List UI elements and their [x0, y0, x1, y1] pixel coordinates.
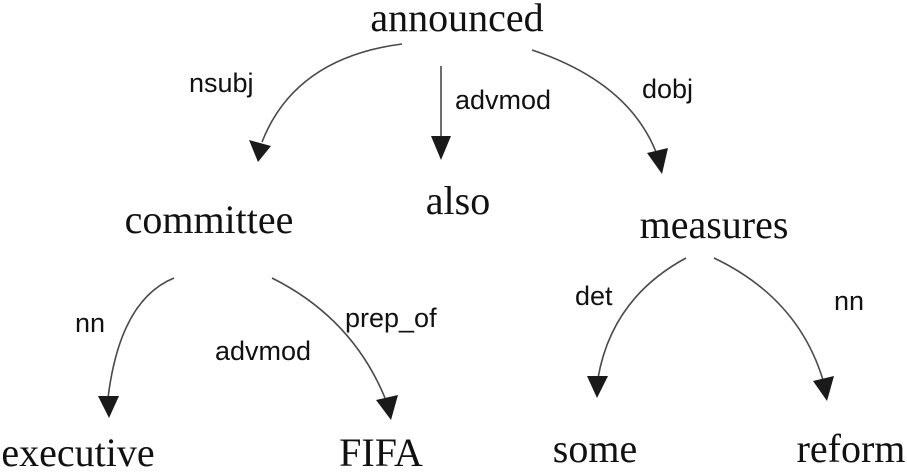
arrowhead-advmod-also: [431, 136, 451, 160]
label-advmod-fifa: advmod: [215, 336, 311, 366]
arrowhead-nsubj: [249, 140, 271, 162]
arrowhead-nn-executive: [98, 396, 119, 418]
arrowhead-nn-reform: [813, 376, 834, 401]
arc-nsubj: [261, 43, 403, 143]
node-also: also: [426, 178, 490, 223]
arc-nn-reform: [713, 257, 824, 381]
label-nn-executive: nn: [75, 308, 105, 338]
arc-det: [597, 257, 687, 379]
label-dobj: dobj: [642, 74, 693, 104]
node-fifa: FIFA: [339, 430, 423, 475]
label-nsubj: nsubj: [189, 68, 254, 98]
arc-dobj: [531, 49, 657, 153]
label-advmod-also: advmod: [455, 85, 551, 115]
node-announced: announced: [370, 0, 543, 40]
label-prep-of: prep_of: [345, 303, 437, 333]
node-some: some: [553, 426, 637, 471]
label-det: det: [575, 281, 613, 311]
node-executive: executive: [1, 430, 154, 475]
arrowhead-det: [587, 376, 608, 398]
arc-nn-executive: [107, 277, 175, 399]
node-reform: reform: [797, 426, 906, 471]
node-committee: committee: [125, 197, 294, 242]
arrowhead-dobj: [647, 148, 668, 174]
arrowhead-prep-of: [376, 395, 398, 420]
node-measures: measures: [640, 202, 789, 247]
label-nn-reform: nn: [834, 286, 864, 316]
arc-prep-of: [271, 277, 386, 399]
